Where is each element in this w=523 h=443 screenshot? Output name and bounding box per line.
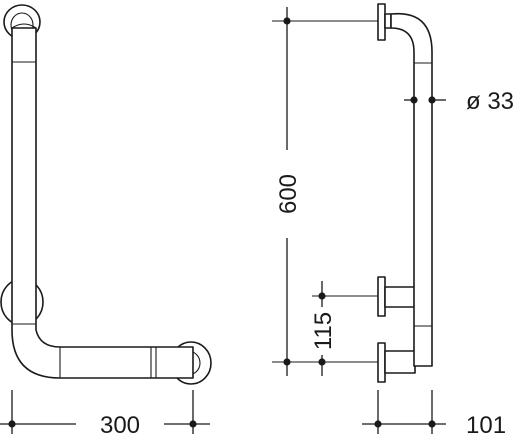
diameter-dimension: ø 33: [404, 88, 514, 115]
top-flange: [377, 3, 386, 41]
diameter-label: ø 33: [466, 88, 514, 115]
width-dimension: 300: [0, 390, 210, 439]
side-view-grab-bar: [377, 3, 433, 383]
offset-label: 115: [310, 312, 337, 350]
height-dimension: 600: [272, 7, 378, 376]
middle-flange: [377, 276, 386, 317]
bottom-flange: [377, 342, 386, 383]
width-label: 300: [100, 412, 140, 439]
offset-dimension: 115: [310, 281, 378, 376]
height-label: 600: [275, 174, 302, 214]
front-view-grab-bar: [0, 4, 212, 385]
depth-dimension: 101: [362, 390, 506, 439]
depth-label: 101: [466, 412, 506, 439]
side-tube: [390, 12, 433, 367]
l-shaped-tube: [11, 27, 194, 379]
